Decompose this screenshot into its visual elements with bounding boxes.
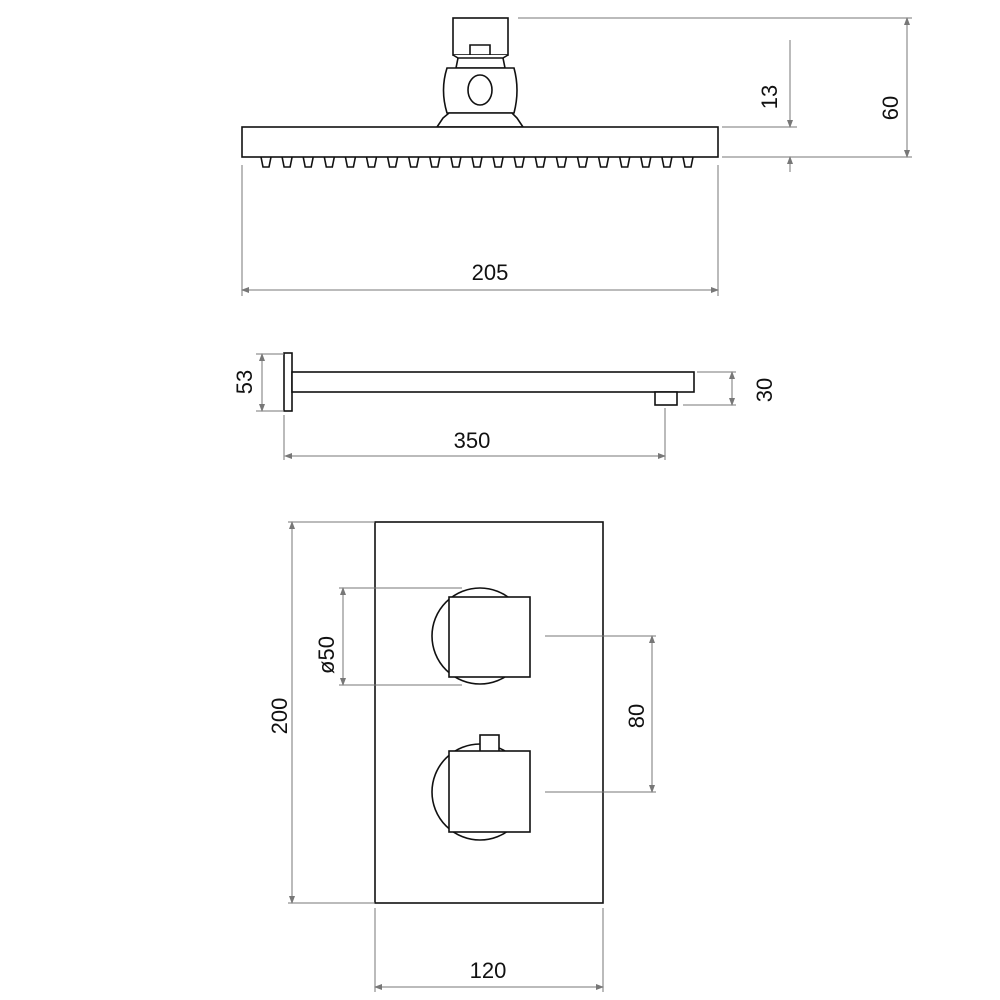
- nozzle: [386, 156, 399, 168]
- nozzle: [618, 156, 631, 168]
- head-dimensions: 13 60 205: [241, 17, 912, 296]
- nozzle: [281, 156, 293, 168]
- dim-205: 205: [472, 260, 509, 285]
- dim-350: 350: [454, 428, 491, 453]
- nozzle: [344, 156, 357, 168]
- nozzle: [597, 156, 610, 168]
- dim-30: 30: [752, 378, 777, 402]
- nozzle: [365, 156, 378, 168]
- shower-arm: [283, 352, 695, 412]
- nozzle: [323, 156, 336, 168]
- nozzle: [492, 156, 504, 168]
- shower-head: [241, 17, 719, 168]
- arm-dimensions: 53 350 30: [232, 353, 777, 460]
- dim-80: 80: [624, 704, 649, 728]
- nozzle: [513, 156, 525, 168]
- nozzle: [450, 156, 462, 168]
- nozzle: [534, 156, 547, 168]
- nozzle: [640, 156, 652, 168]
- dim-60: 60: [878, 96, 903, 120]
- nozzle: [576, 156, 589, 168]
- nozzle: [302, 156, 314, 168]
- nozzle: [471, 156, 483, 168]
- dim-120: 120: [470, 958, 507, 983]
- nozzle: [661, 156, 673, 168]
- nozzle-row: [260, 156, 694, 168]
- nozzle: [260, 156, 272, 168]
- nozzle: [429, 156, 441, 168]
- dim-200: 200: [267, 698, 292, 735]
- dim-13: 13: [757, 85, 782, 109]
- dim-diameter-50: ø50: [314, 636, 339, 674]
- nozzle: [682, 156, 694, 168]
- dim-53: 53: [232, 370, 257, 394]
- valve-dimensions: ø50 80 200 120: [267, 521, 656, 992]
- nozzle: [555, 156, 568, 168]
- thermostatic-valve: [374, 521, 604, 904]
- nozzle: [407, 156, 420, 168]
